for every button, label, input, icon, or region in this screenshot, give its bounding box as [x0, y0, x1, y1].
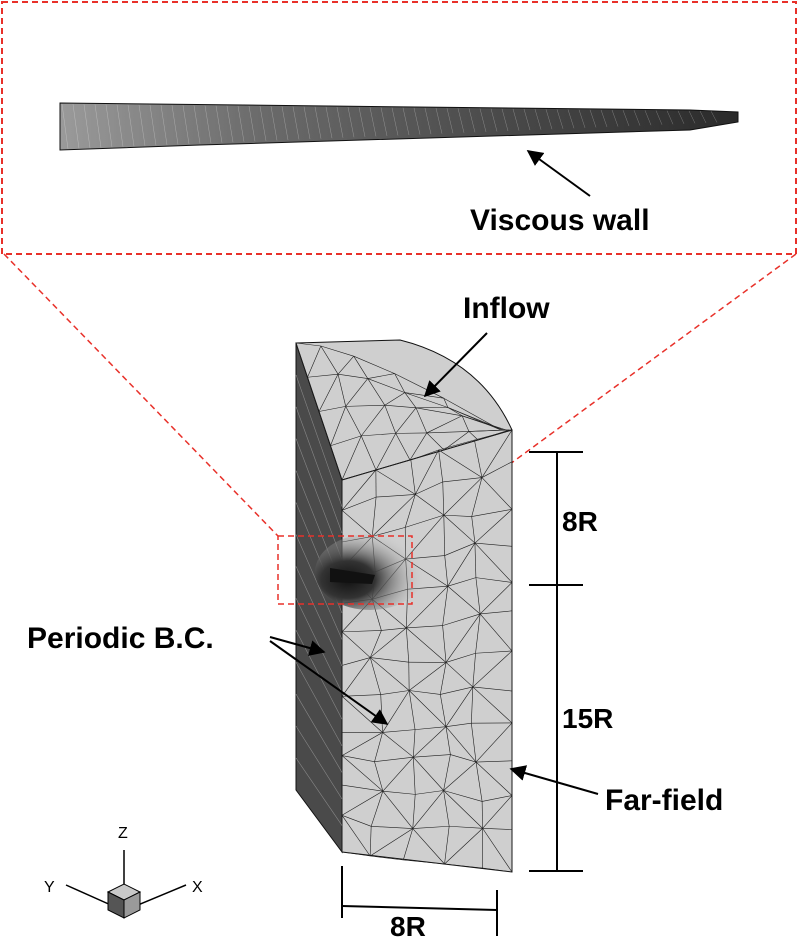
dim-width-label: 8R: [390, 911, 426, 941]
horizontal-dimension: [341, 866, 498, 936]
domain-mesh: [295, 339, 513, 873]
blade-surface: [59, 102, 739, 151]
periodic-face-front: [341, 429, 513, 873]
dim-upper-label: 8R: [562, 506, 598, 537]
far-field-arrow: [509, 765, 599, 795]
periodic-bc-arrow-1: [269, 636, 326, 656]
viscous-wall-arrow: [526, 150, 591, 197]
inflow-arrow: [423, 332, 488, 398]
periodic-bc-arrow-2: [269, 640, 389, 725]
zoom-projection-left: [3, 253, 279, 537]
zoom-box-detail: [277, 535, 413, 605]
axis-y-label: Y: [44, 879, 55, 896]
dim-lower-label: 15R: [562, 703, 613, 734]
periodic-bc-label: Periodic B.C.: [27, 622, 214, 655]
axis-x-label: X: [192, 879, 203, 896]
inflow-label: Inflow: [463, 292, 550, 325]
far-field-label: Far-field: [605, 784, 723, 817]
zoom-box-top: [1, 1, 797, 255]
viscous-wall-label: Viscous wall: [470, 204, 650, 237]
axis-triad: [65, 850, 187, 919]
vertical-dimension: [529, 451, 583, 872]
axis-z-label: Z: [118, 825, 128, 842]
